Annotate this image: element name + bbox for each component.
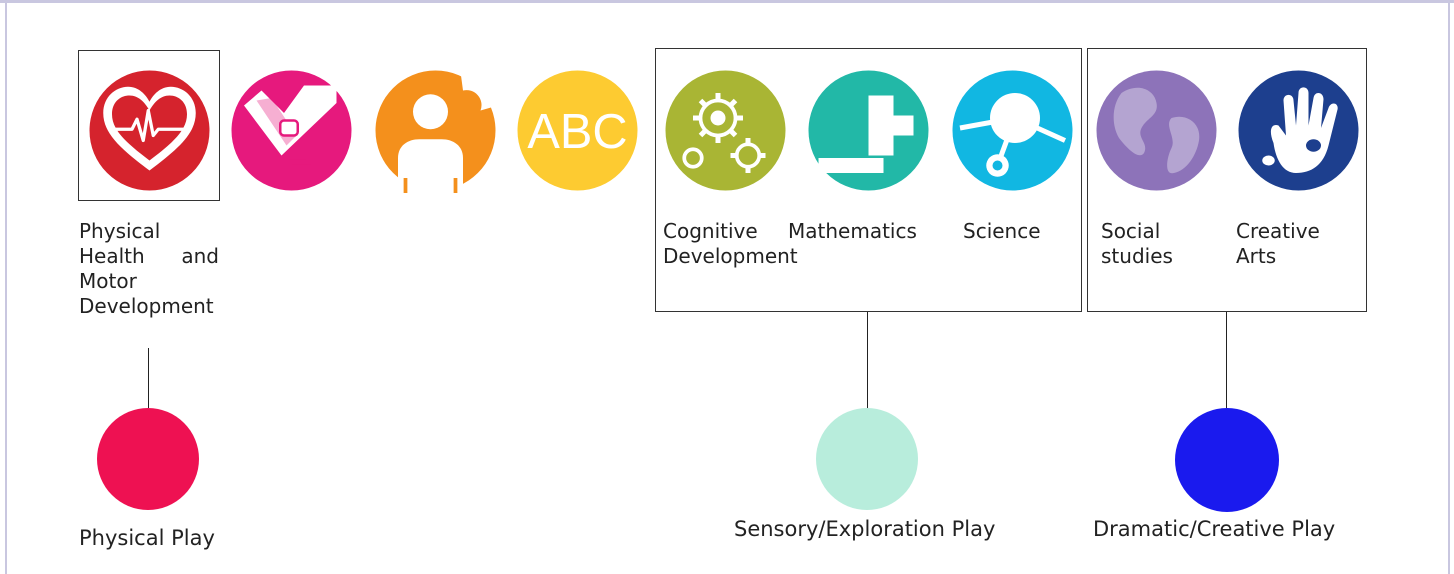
connector-sensory [867, 312, 868, 408]
sensory-play-circle [816, 408, 918, 510]
frame-right-border [1448, 3, 1450, 574]
person-icon [375, 68, 498, 193]
globe-icon [1096, 70, 1217, 191]
sensory-domains-group-box [655, 48, 1082, 312]
domain-label-science: Science [963, 219, 1041, 243]
gears-icon [665, 70, 786, 191]
dramatic-play-circle [1175, 408, 1279, 512]
creative-domains-group-box [1087, 48, 1367, 312]
frame-left-border [5, 3, 7, 574]
physical-play-circle [97, 408, 199, 510]
molecule-icon [952, 70, 1073, 191]
frame-top-border [0, 0, 1454, 3]
domain-label-mathematics: Mathematics [788, 219, 917, 243]
plus-minus-icon [808, 70, 929, 191]
abc-icon-text: ABC [527, 105, 627, 159]
heart-pulse-icon [89, 70, 210, 191]
domain-label-physical: Physical Health and Motor Development [79, 219, 219, 318]
connector-dramatic [1226, 312, 1227, 408]
connector-physical [148, 348, 149, 408]
abc-icon: ABC [517, 70, 638, 191]
domain-label-social-studies: Social studies [1101, 219, 1173, 268]
dramatic-play-label: Dramatic/Creative Play [1093, 517, 1336, 541]
physical-play-label: Physical Play [79, 526, 215, 550]
sensory-play-label: Sensory/Exploration Play [734, 517, 996, 541]
handshake-icon [231, 70, 352, 191]
domain-label-cognitive: Cognitive Development [663, 219, 798, 268]
domain-label-creative-arts: Creative Arts [1236, 219, 1320, 268]
hand-icon [1238, 70, 1359, 191]
physical-domain-group-box [78, 50, 220, 201]
